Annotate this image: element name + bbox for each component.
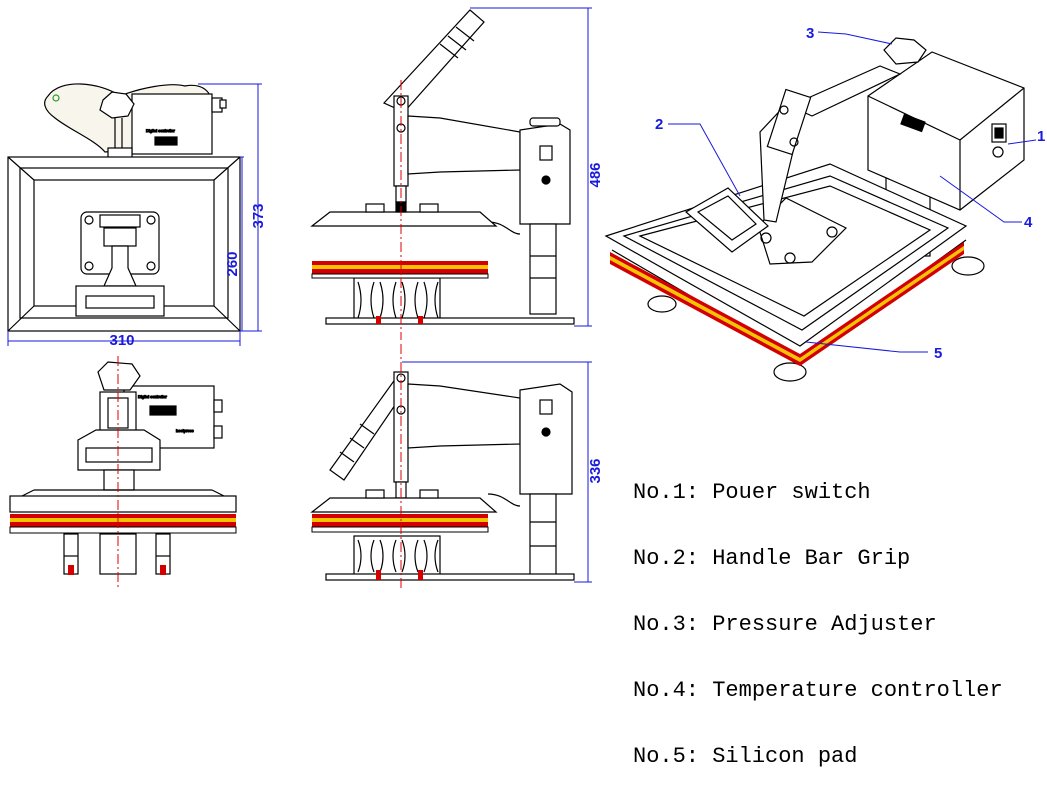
legend-item-2: No.2: Handle Bar Grip [633, 546, 911, 571]
callout-3: 3 [806, 25, 814, 42]
side-view-open [310, 371, 575, 581]
dimension-height-486: 486 [587, 162, 604, 187]
isometric-view [604, 37, 1025, 382]
callout-leaders [668, 31, 1037, 353]
front-view: Digital controller heatpress [9, 361, 237, 575]
top-view: Digital controller heatpress [7, 83, 241, 332]
heat-press-diagram: Digital controller heatpress [7, 7, 1037, 588]
legend-item-3: No.3: Pressure Adjuster [633, 612, 937, 637]
side-view-closed [310, 9, 575, 325]
side-closed-dimension [470, 7, 592, 327]
callout-2: 2 [655, 116, 663, 133]
parts-legend: No.1: Pouer switch No.2: Handle Bar Grip… [633, 438, 1003, 790]
svg-text:Digital controller: Digital controller [138, 394, 167, 399]
dimension-height-373: 373 [250, 203, 267, 228]
pressure-knob-top [99, 91, 135, 119]
legend-item-1: No.1: Pouer switch [633, 480, 871, 505]
pivot-mark-icon [52, 94, 60, 102]
side-view-open-pad [311, 514, 489, 580]
callout-4: 4 [1024, 214, 1033, 231]
side-view-closed-pad [311, 261, 489, 324]
controller-title: Digital controller [146, 128, 175, 133]
dimension-width-310: 310 [109, 332, 134, 349]
legend-item-4: No.4: Temperature controller [633, 678, 1003, 703]
callout-1: 1 [1037, 128, 1046, 145]
legend-item-5: No.5: Silicon pad [633, 744, 858, 769]
iso-pressure-knob [883, 37, 927, 65]
iso-handle-grip [684, 187, 769, 253]
top-view-dimensions [7, 83, 262, 346]
dimension-height-260: 260 [224, 251, 241, 276]
front-view-pad [9, 514, 237, 575]
side-open-dimension [402, 361, 592, 583]
svg-text:heatpress: heatpress [176, 428, 194, 433]
callout-5: 5 [934, 345, 942, 362]
dimension-height-336: 336 [587, 458, 604, 483]
temperature-display [154, 136, 178, 146]
